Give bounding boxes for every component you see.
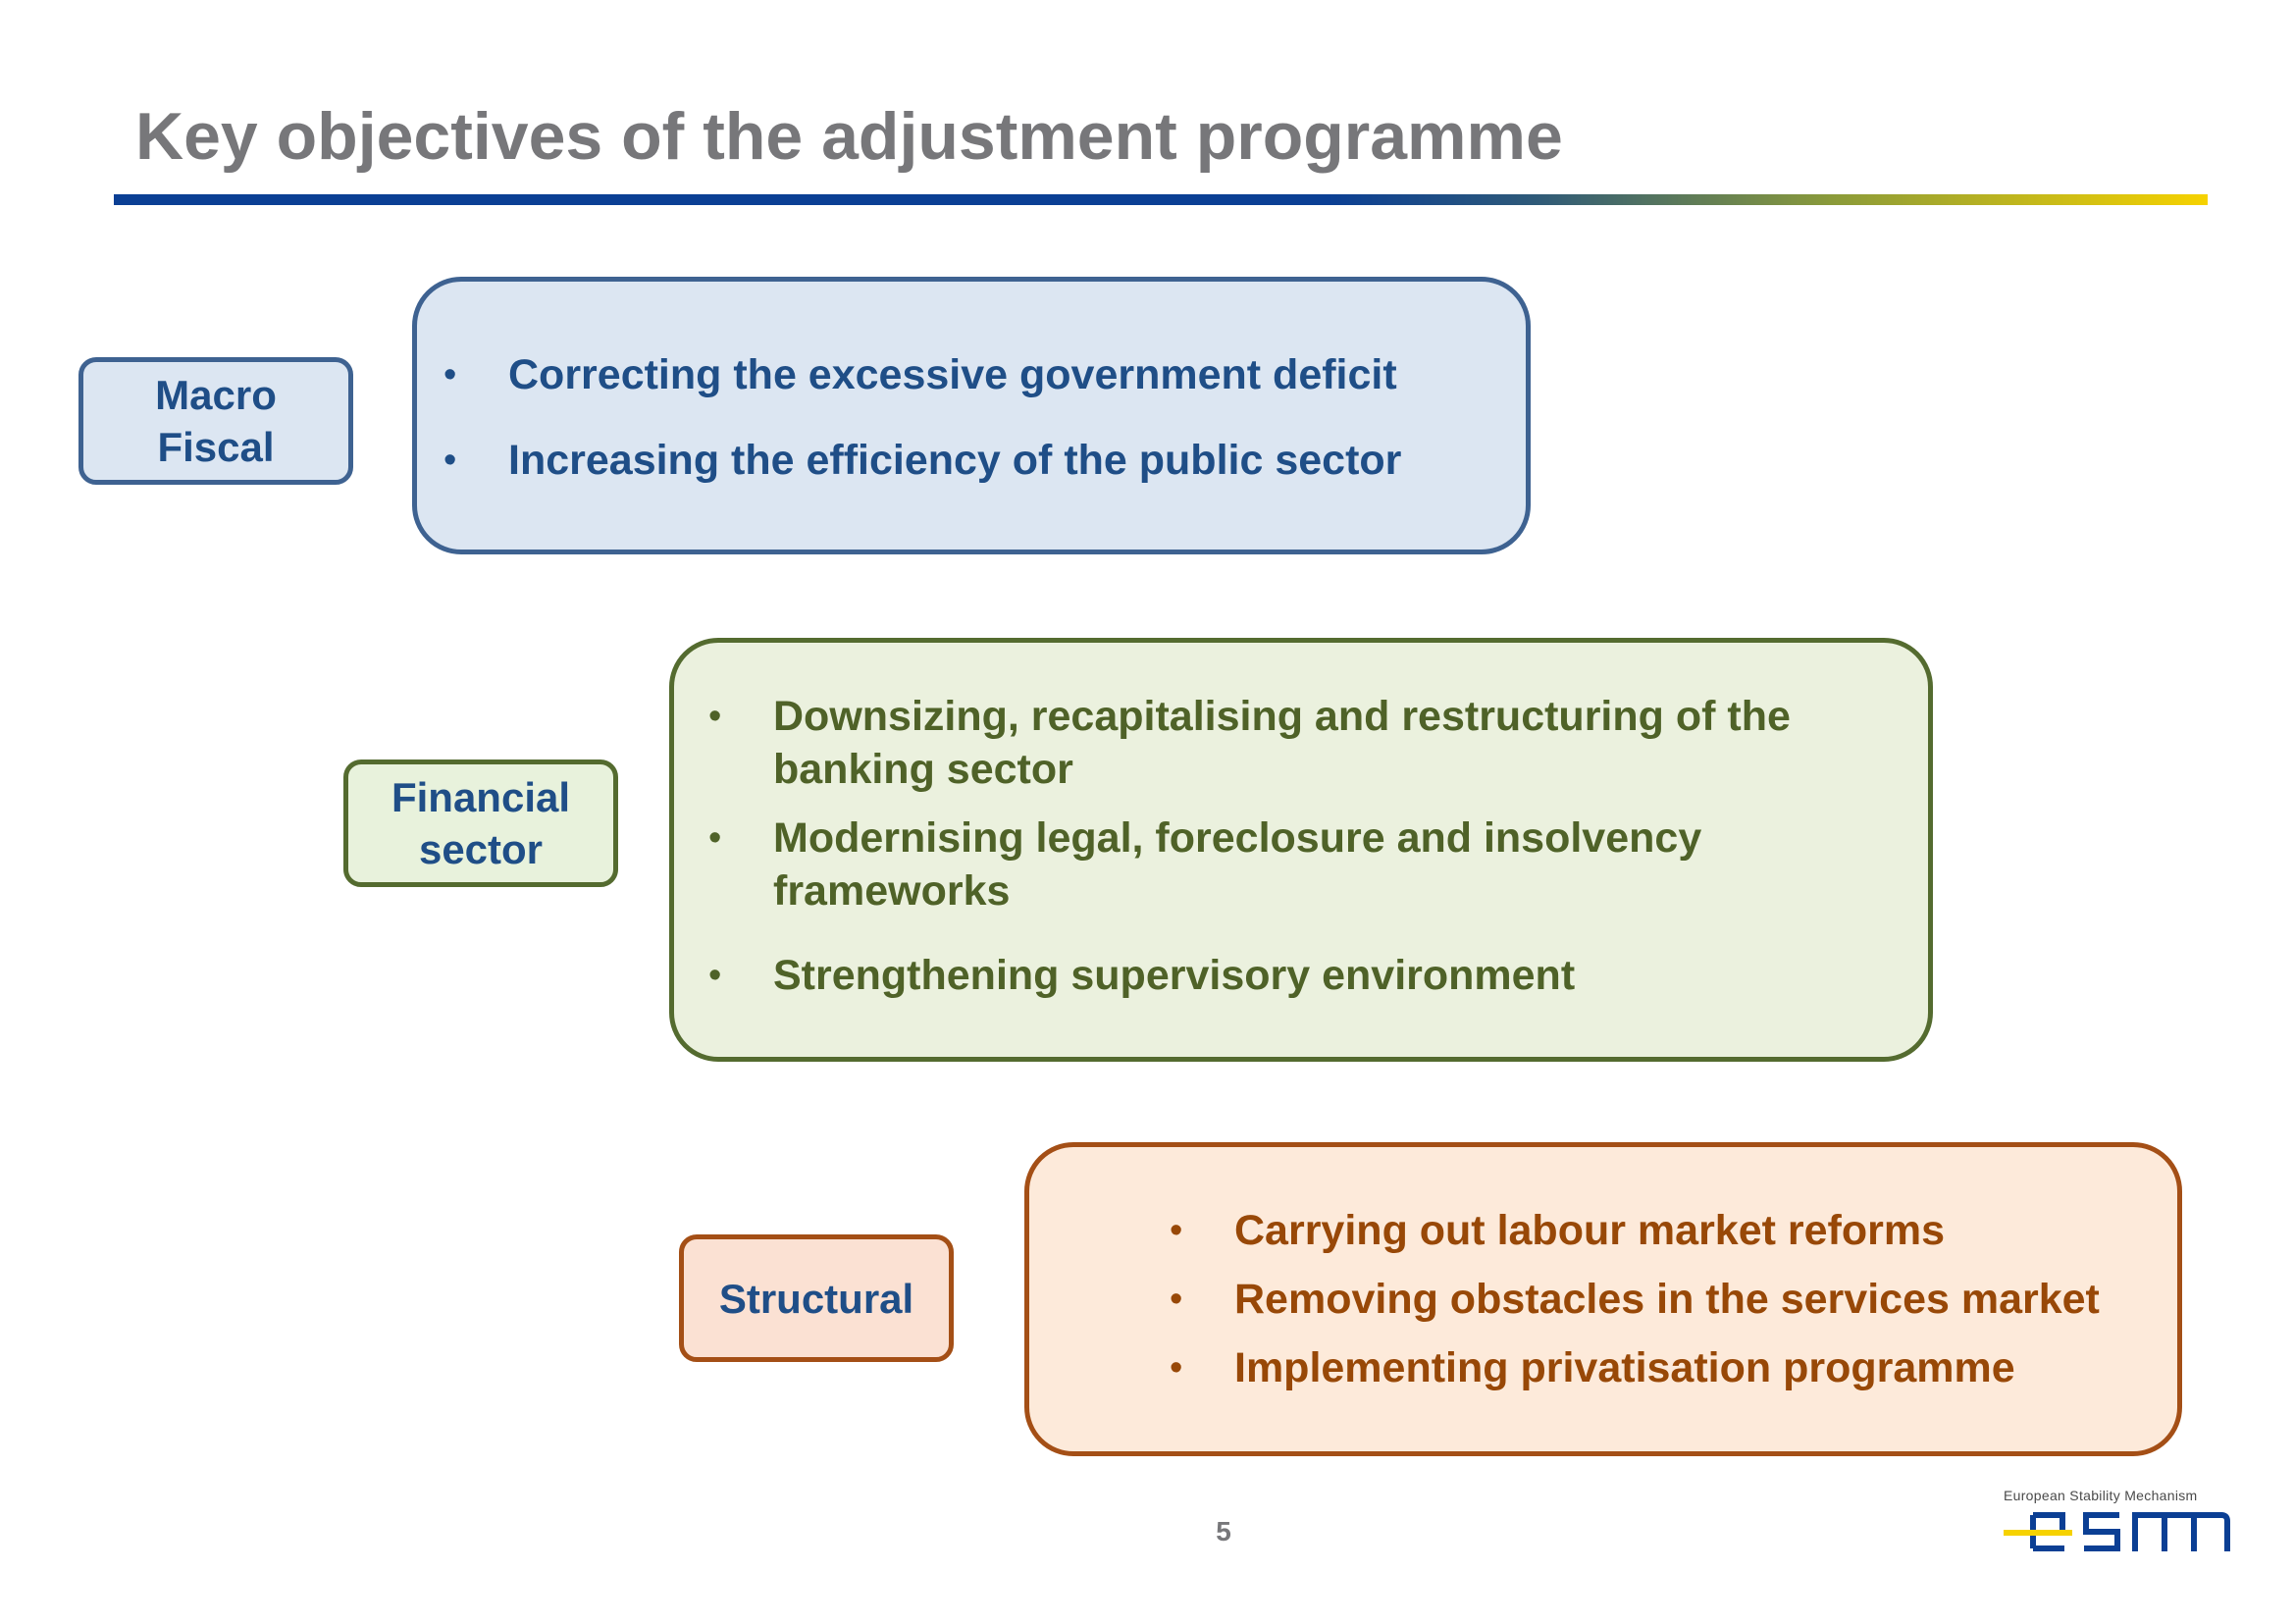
bullet-item: • Strengthening supervisory environment: [679, 949, 1876, 1002]
bullet-icon: •: [1170, 1279, 1183, 1320]
bullet-text: Carrying out labour market reforms: [1234, 1207, 1946, 1254]
bullet-text: Implementing privatisation programme: [1234, 1344, 2015, 1391]
bullet-text: Removing obstacles in the services marke…: [1234, 1276, 2100, 1323]
bullet-icon: •: [708, 817, 722, 859]
esm-logo: European Stability Mechanism: [2004, 1488, 2239, 1566]
financial-sector-label: Financial sector: [343, 760, 618, 887]
bullet-item: • Correcting the excessive government def…: [414, 348, 1401, 401]
bullet-icon: •: [708, 955, 722, 996]
bullet-text: Downsizing, recapitalising and restructu…: [773, 693, 1791, 793]
bullet-item: • Modernising legal, foreclosure and inso…: [679, 812, 1876, 917]
financial-sector-bullet-list: • Downsizing, recapitalising and restruct…: [679, 690, 1876, 1018]
bullet-icon: •: [708, 696, 722, 737]
bullet-icon: •: [1170, 1347, 1183, 1388]
bullet-text: Strengthening supervisory environment: [773, 952, 1576, 999]
title-gradient-rule: [114, 194, 2208, 205]
bullet-item: • Carrying out labour market reforms: [1140, 1204, 2100, 1257]
esm-wordmark-icon: [2004, 1512, 2230, 1551]
bullet-item: • Removing obstacles in the services mark…: [1140, 1273, 2100, 1326]
bullet-text: Correcting the excessive government defi…: [508, 351, 1397, 398]
bullet-item: • Downsizing, recapitalising and restruct…: [679, 690, 1876, 796]
label-line: Financial: [391, 774, 571, 820]
label-line: sector: [418, 826, 544, 872]
bullet-text: Modernising legal, foreclosure and insol…: [773, 814, 1702, 915]
page-number: 5: [1216, 1516, 1231, 1546]
label-line: Macro: [155, 372, 277, 418]
structural-bullet-list: • Carrying out labour market reforms • Rem…: [1140, 1204, 2100, 1410]
label-line: Fiscal: [157, 424, 275, 470]
label-line: Structural: [718, 1275, 914, 1322]
macro-fiscal-label: Macro Fiscal: [78, 357, 353, 485]
logo-caption: European Stability Mechanism: [2004, 1488, 2198, 1503]
structural-label: Structural: [679, 1234, 954, 1362]
slide-title: Key objectives of the adjustment program…: [135, 99, 1563, 174]
bullet-icon: •: [443, 354, 457, 395]
structural-panel: [1024, 1142, 2182, 1456]
bullet-icon: •: [1170, 1210, 1183, 1251]
bullet-text: Increasing the efficiency of the public …: [508, 437, 1402, 484]
bullet-item: • Implementing privatisation programme: [1140, 1341, 2100, 1394]
financial-sector-panel: [669, 638, 1933, 1062]
macro-fiscal-panel: [412, 277, 1531, 554]
bullet-item: • Increasing the efficiency of the public…: [414, 434, 1401, 487]
macro-fiscal-bullet-list: • Correcting the excessive government def…: [414, 348, 1401, 519]
bullet-icon: •: [443, 440, 457, 481]
